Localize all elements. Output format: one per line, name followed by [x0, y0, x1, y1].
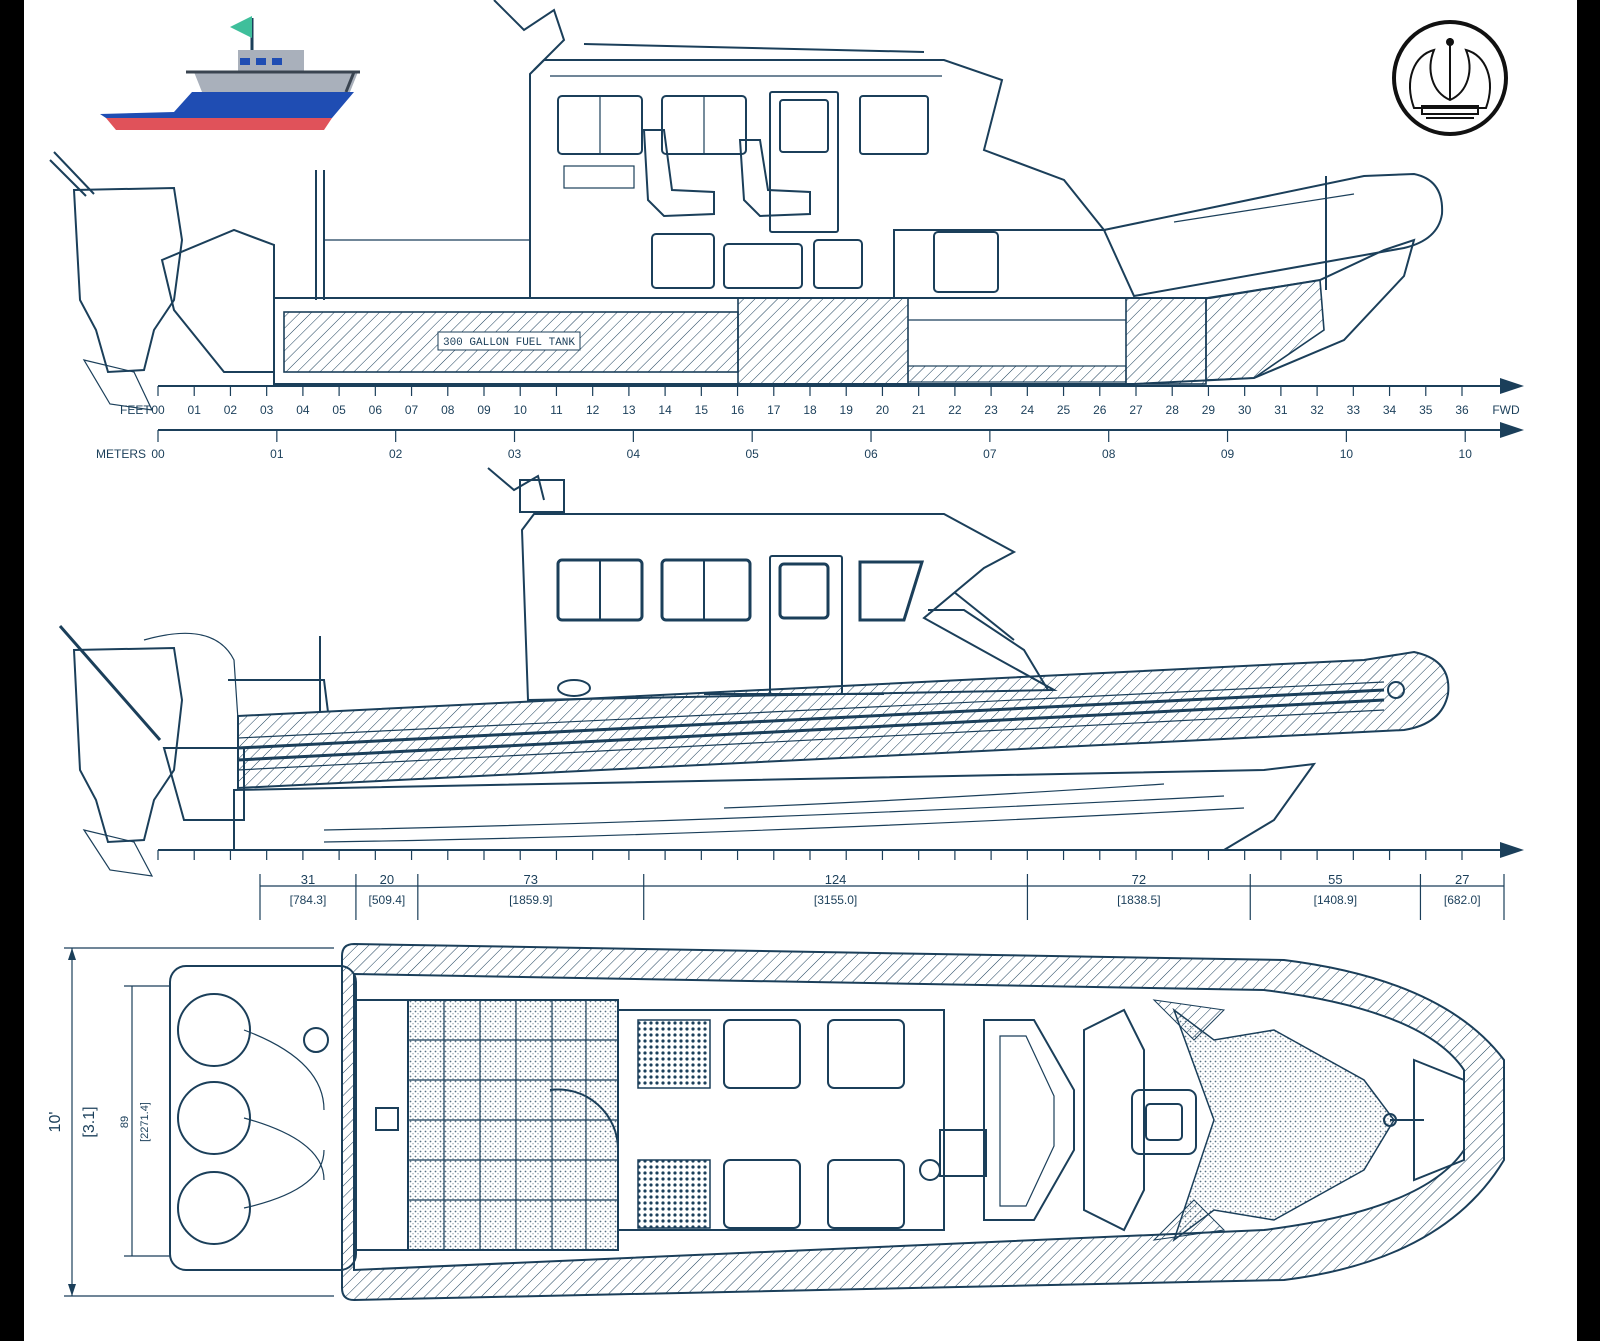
arrow-right-icon	[1500, 842, 1524, 858]
meter-tick-label: 09	[1221, 447, 1235, 461]
feet-tick-label: 18	[803, 403, 817, 417]
feet-tick-label: 04	[296, 403, 310, 417]
arrow-right-icon	[1500, 422, 1524, 438]
feet-label: FEET	[120, 403, 151, 417]
feet-tick-label: 16	[731, 403, 745, 417]
meters-label: METERS	[96, 447, 146, 461]
crown-logo-icon	[1392, 20, 1508, 136]
feet-tick-label: 35	[1419, 403, 1433, 417]
plan-view	[169, 942, 1505, 1302]
dimension-chain: 31 [784.3] 20 [509.4] 73 [1859.9] 124 [3155.0] 7…	[259, 872, 1505, 920]
beam-meters: [3.1]	[81, 1106, 98, 1137]
dimension-inches: 31	[301, 872, 315, 887]
meter-tick-label: 08	[1102, 447, 1116, 461]
dimension-inches: 124	[825, 872, 847, 887]
feet-tick-label: 09	[477, 403, 491, 417]
meter-tick-label: 00	[151, 447, 165, 461]
feet-tick-label: 14	[658, 403, 672, 417]
meter-tick-label: 03	[508, 447, 522, 461]
dimension-mm: [1408.9]	[1314, 893, 1357, 907]
drawing-sheet: 300 GALLON FUEL TANK	[24, 0, 1577, 1341]
feet-tick-label: 07	[405, 403, 419, 417]
feet-tick-label: 20	[876, 403, 890, 417]
feet-tick-label: 30	[1238, 403, 1252, 417]
dimension-mm: [784.3]	[290, 893, 327, 907]
profile-exterior-view	[58, 467, 1450, 877]
feet-tick-label: 12	[586, 403, 600, 417]
feet-tick-label: 15	[695, 403, 709, 417]
feet-tick-label: 08	[441, 403, 455, 417]
boat-blueprint: 300 GALLON FUEL TANK	[47, 0, 1524, 1302]
meter-tick-label: 10	[1340, 447, 1354, 461]
feet-tick-label: 00	[151, 403, 165, 417]
meter-tick-label: 02	[389, 447, 403, 461]
meter-tick-label: 07	[983, 447, 997, 461]
feet-tick-label: 25	[1057, 403, 1071, 417]
feet-tick-label: 05	[332, 403, 346, 417]
feet-tick-label: 23	[984, 403, 998, 417]
dimension-inches: 73	[524, 872, 538, 887]
dimension-inches: 55	[1328, 872, 1342, 887]
boat-icon	[100, 16, 360, 130]
feet-scale-lower	[157, 842, 1524, 860]
feet-tick-label: 29	[1202, 403, 1216, 417]
feet-tick-label: 22	[948, 403, 962, 417]
feet-tick-label: 06	[369, 403, 383, 417]
feet-tick-label: 19	[840, 403, 854, 417]
dimension-inches: 27	[1455, 872, 1469, 887]
feet-tick-label: 13	[622, 403, 636, 417]
inner-beam-inches: 89	[119, 1116, 131, 1128]
feet-tick-label: 26	[1093, 403, 1107, 417]
feet-tick-label: 33	[1347, 403, 1361, 417]
arrow-right-icon	[1500, 378, 1524, 394]
feet-tick-label: 31	[1274, 403, 1288, 417]
feet-tick-label: 28	[1166, 403, 1180, 417]
dimension-mm: [1838.5]	[1117, 893, 1160, 907]
feet-tick-label: 27	[1129, 403, 1143, 417]
dimension-mm: [682.0]	[1444, 893, 1481, 907]
meter-tick-label: 01	[270, 447, 284, 461]
feet-tick-label: 36	[1455, 403, 1469, 417]
feet-tick-label: 32	[1310, 403, 1324, 417]
feet-scale: FEET FWD 00 01 02 03 04 05 06 07 08 09 10 11 12 13 14 1…	[120, 378, 1524, 417]
beam-dimension: 10' [3.1] 89 [2271.4]	[47, 947, 334, 1297]
dimension-mm: [3155.0]	[814, 893, 857, 907]
meter-tick-label: 05	[746, 447, 760, 461]
feet-tick-label: 34	[1383, 403, 1397, 417]
feet-tick-label: 24	[1021, 403, 1035, 417]
fwd-label: FWD	[1492, 403, 1520, 417]
feet-tick-label: 11	[550, 403, 563, 417]
dimension-mm: [509.4]	[369, 893, 406, 907]
meters-scale: METERS 00 01 02 03 04 05 06 07 08 09 10 10	[96, 422, 1524, 461]
inner-beam-mm: [2271.4]	[139, 1102, 151, 1142]
beam-feet: 10'	[47, 1112, 64, 1133]
dimension-inches: 20	[380, 872, 394, 887]
feet-tick-label: 10	[514, 403, 528, 417]
profile-cutaway-view: 300 GALLON FUEL TANK	[49, 0, 1444, 411]
feet-tick-label: 02	[224, 403, 238, 417]
feet-tick-label: 21	[912, 403, 926, 417]
meter-tick-label: 04	[627, 447, 641, 461]
feet-tick-label: 03	[260, 403, 274, 417]
dimension-mm: [1859.9]	[509, 893, 552, 907]
fuel-tank-label: 300 GALLON FUEL TANK	[443, 337, 575, 349]
dimension-inches: 72	[1132, 872, 1146, 887]
feet-tick-label: 01	[188, 403, 202, 417]
meter-tick-label: 06	[864, 447, 878, 461]
meter-tick-label: 10	[1459, 447, 1473, 461]
feet-tick-label: 17	[767, 403, 781, 417]
